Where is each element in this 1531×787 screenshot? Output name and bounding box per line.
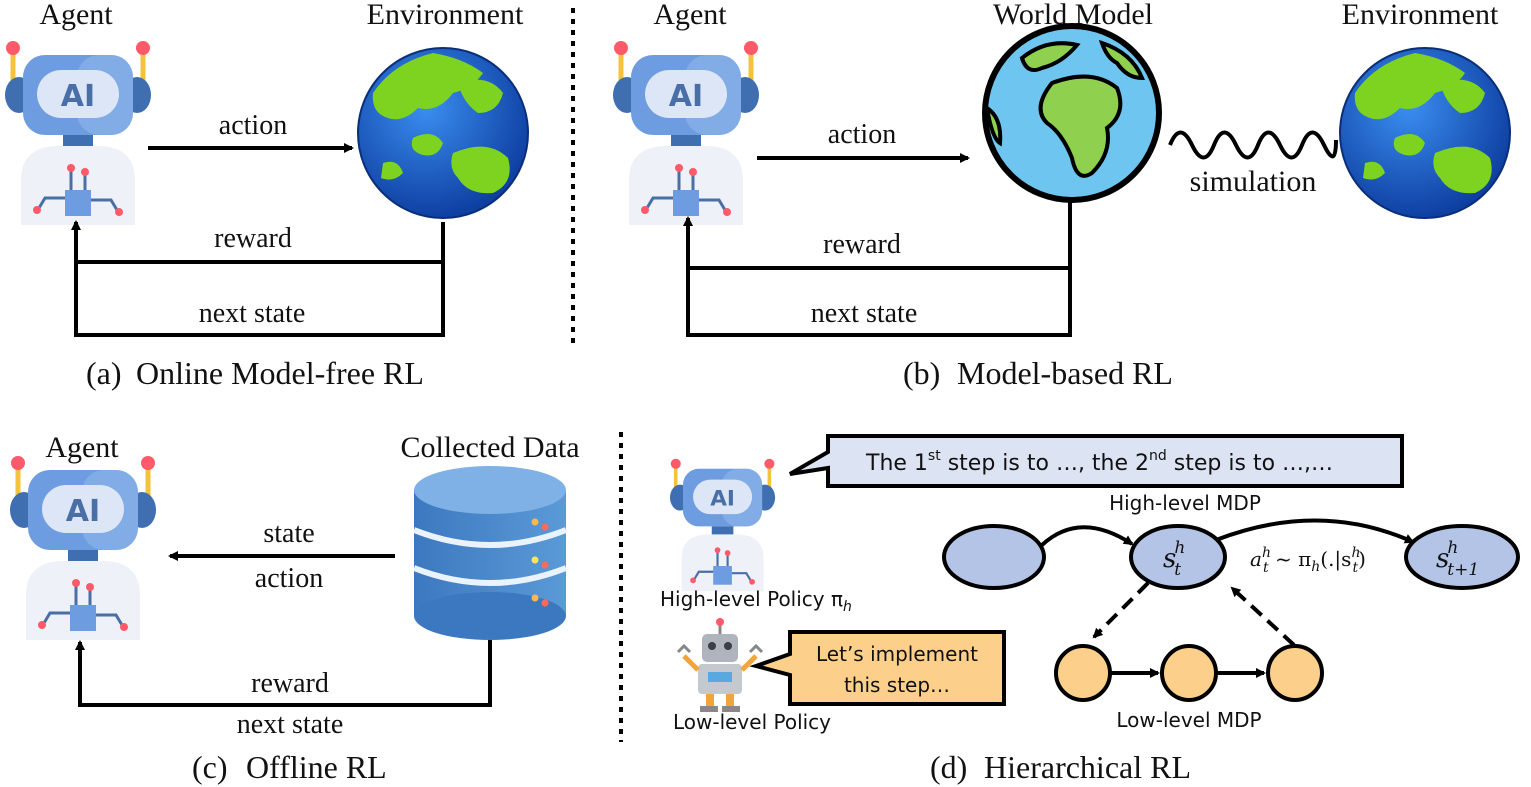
low-level-mdp-label: Low-level MDP <box>1116 708 1261 732</box>
environment-label: Environment <box>1342 0 1499 31</box>
simulation-wave <box>1168 130 1338 160</box>
mdp-node-prev <box>942 524 1046 590</box>
world-model-globe-icon <box>982 23 1162 203</box>
caption: Online Model-free RL <box>136 355 424 391</box>
next-state-label: next state <box>237 709 344 740</box>
low-mdp-node-1 <box>1054 644 1112 702</box>
panel-d: The 1st step is to …, the 2nd step is to… <box>660 434 1520 785</box>
agent-label: Agent <box>653 0 727 31</box>
state-label: state <box>263 518 314 549</box>
low-level-policy-label: Low-level Policy <box>673 710 831 734</box>
high-level-speech-bubble <box>788 434 1404 488</box>
caption: Hierarchical RL <box>984 749 1191 785</box>
caption-tag: (d) <box>930 749 967 785</box>
state-feedback-arrow <box>71 220 445 337</box>
high-level-plan-text: The 1st step is to …, the 2nd step is to… <box>865 448 1333 476</box>
agent-robot-icon <box>10 456 156 640</box>
low-mdp-node-2 <box>1160 644 1218 702</box>
next-state-label: next state <box>811 298 918 329</box>
agent-label: Agent <box>39 0 113 31</box>
reward-label: reward <box>823 229 901 260</box>
caption-tag: (a) <box>86 355 122 391</box>
low-to-high-dashed-arrow <box>1230 586 1296 647</box>
database-icon <box>412 466 568 640</box>
low-level-speech-bubble <box>749 630 1006 706</box>
low-mdp-node-3 <box>1266 644 1324 702</box>
panel-a: Agent Environment action reward next sta… <box>5 0 529 391</box>
caption: Model-based RL <box>957 355 1173 391</box>
action-label: action <box>828 119 896 150</box>
simulation-label: simulation <box>1190 165 1317 198</box>
panel-b: Agent World Model Environment action sim… <box>613 0 1511 391</box>
reward-feedback-arrow <box>75 640 492 707</box>
mdp-node-next <box>1404 524 1520 590</box>
agent-robot-icon <box>5 41 151 225</box>
mdp-transition-arrow-1 <box>1040 525 1134 547</box>
earth-globe-icon <box>1339 47 1511 219</box>
reward-label: reward <box>214 223 292 254</box>
panel-c: Agent Collected Data state action reward… <box>10 431 580 785</box>
collected-data-label: Collected Data <box>400 431 579 464</box>
agent-label: Agent <box>45 431 119 464</box>
action-label: action <box>219 110 287 141</box>
low-level-bubble-line1: Let’s implement <box>816 642 978 666</box>
high-level-mdp-label: High-level MDP <box>1109 491 1261 515</box>
mdp-node-current <box>1129 524 1227 590</box>
action-label: action <box>255 563 323 594</box>
low-level-robot-icon <box>678 618 762 712</box>
reward-label: reward <box>251 668 329 699</box>
high-level-policy-label: High-level Policy πh <box>660 587 852 615</box>
high-to-low-dashed-arrow <box>1092 581 1150 639</box>
environment-label: Environment <box>367 0 524 31</box>
high-level-agent-icon <box>668 456 777 594</box>
caption: Offline RL <box>246 749 387 785</box>
mdp-transition-arrow-2 <box>1215 518 1415 544</box>
earth-globe-icon <box>357 47 529 219</box>
caption-tag: (b) <box>903 355 940 391</box>
agent-robot-icon <box>613 41 759 225</box>
caption-tag: (c) <box>192 749 228 785</box>
low-level-bubble-line2: this step… <box>844 673 950 697</box>
next-state-label: next state <box>199 298 306 329</box>
